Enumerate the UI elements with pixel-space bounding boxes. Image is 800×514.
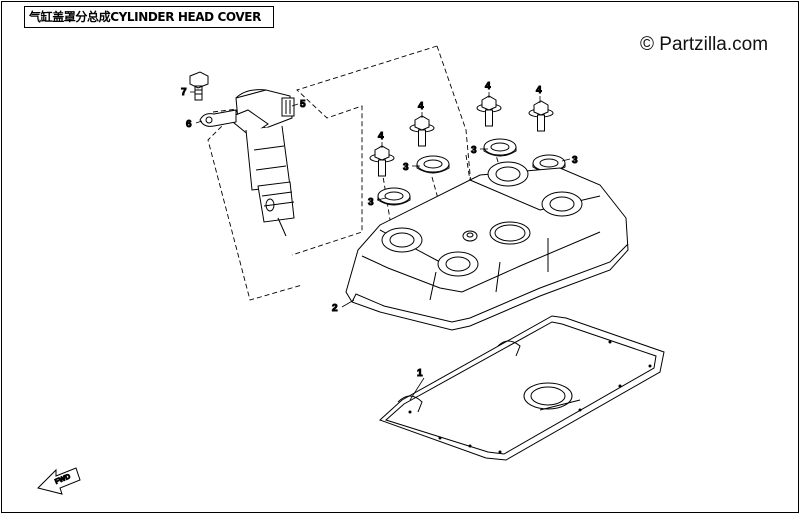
callout-7: 7 xyxy=(181,87,187,98)
diagram-title: 气缸盖罩分总成CYLINDER HEAD COVER xyxy=(24,6,274,28)
callout-2: 2 xyxy=(332,303,338,314)
watermark: © Partzilla.com xyxy=(640,34,769,55)
fwd-arrow: FWD xyxy=(37,467,81,495)
callout-3: 3 xyxy=(572,155,578,166)
callout-5: 5 xyxy=(300,99,306,110)
callout-labels: 1 2 3 3 3 3 4 4 4 4 5 6 7 xyxy=(181,81,579,380)
callout-1: 1 xyxy=(417,368,423,379)
ignition-coil xyxy=(227,89,295,237)
cylinder-head-cover xyxy=(345,161,629,331)
callout-4: 4 xyxy=(418,101,424,112)
gasket xyxy=(379,315,665,461)
bracket xyxy=(199,109,237,127)
callout-3: 3 xyxy=(403,162,409,173)
callout-4: 4 xyxy=(378,131,384,142)
bolts-4 xyxy=(369,95,554,177)
callout-4: 4 xyxy=(536,85,542,96)
callout-3: 3 xyxy=(368,197,374,208)
bolt-7 xyxy=(189,71,209,101)
callout-3: 3 xyxy=(471,145,477,156)
callout-4: 4 xyxy=(485,81,491,92)
callout-6: 6 xyxy=(186,119,192,130)
leader-lines xyxy=(190,91,571,401)
spark-plug-wells xyxy=(381,161,583,277)
